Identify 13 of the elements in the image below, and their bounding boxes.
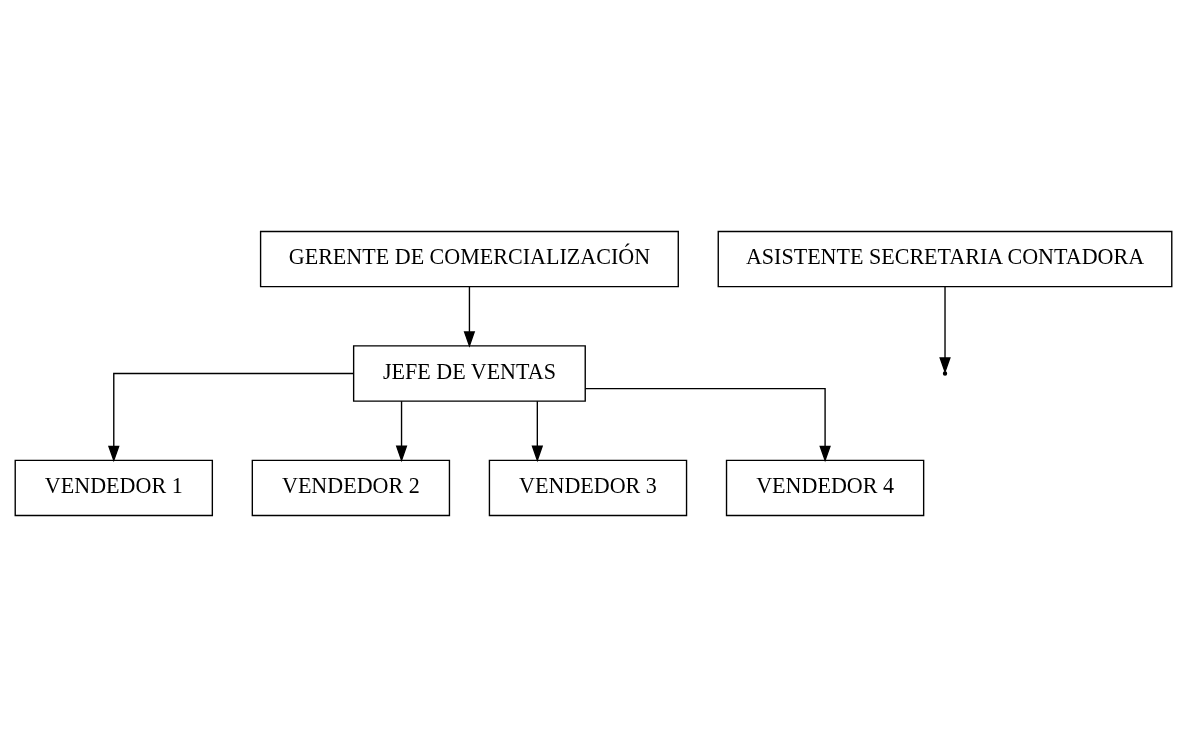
arrow xyxy=(463,286,476,348)
node-box: VENDEDOR 3 xyxy=(488,459,688,517)
arrow xyxy=(531,400,544,463)
node-box: VENDEDOR 2 xyxy=(251,459,451,517)
node-box: JEFE DE VENTAS xyxy=(352,345,586,402)
arrow xyxy=(584,387,831,463)
arrow xyxy=(395,400,408,463)
arrow xyxy=(939,286,951,374)
node-box: ASISTENTE SECRETARIA CONTADORA xyxy=(717,230,1173,288)
arrow xyxy=(108,372,355,463)
node-box: VENDEDOR 1 xyxy=(14,459,214,517)
node-box: VENDEDOR 4 xyxy=(725,459,925,517)
node-box: GERENTE DE COMERCIALIZACIÓN xyxy=(259,230,679,288)
